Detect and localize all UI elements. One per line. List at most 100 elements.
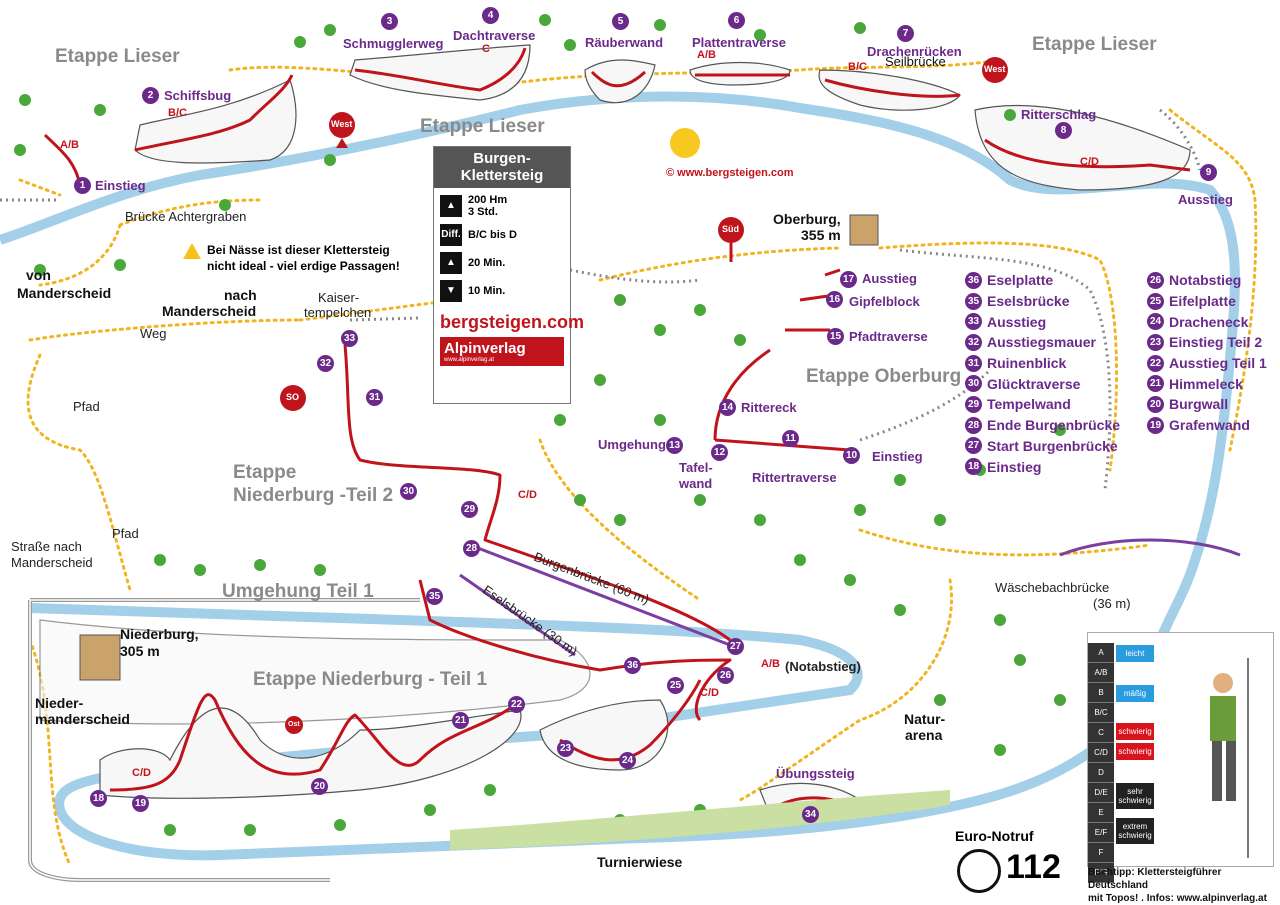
legend-label: Ausstieg Teil 1 bbox=[1169, 355, 1267, 372]
legend-label: Einstieg Teil 2 bbox=[1169, 334, 1263, 351]
route-teil2 bbox=[559, 679, 702, 762]
route-badge-35: 35 bbox=[426, 588, 443, 605]
grade-cell: F bbox=[1088, 843, 1114, 863]
compass-label-west-1: West bbox=[331, 119, 353, 129]
route-badge-19: 19 bbox=[132, 795, 149, 812]
legend-number: 22 bbox=[1147, 354, 1164, 372]
phone-icon bbox=[957, 849, 1001, 893]
route-name-13: Umgehung bbox=[598, 437, 666, 452]
legend-number: 26 bbox=[1147, 271, 1164, 289]
route-name-10: Einstieg bbox=[872, 449, 923, 464]
kaiser-label-2: tempelchen bbox=[304, 305, 372, 320]
info-approach: 20 Min. bbox=[468, 256, 506, 269]
scale-cell: leicht bbox=[1116, 645, 1154, 662]
grade-cell: A bbox=[1088, 643, 1114, 663]
legend-number: 20 bbox=[1147, 395, 1164, 413]
notruf-number: 112 bbox=[1006, 848, 1061, 886]
route-name-15: Pfadtraverse bbox=[849, 329, 928, 344]
route-name-1: Einstieg bbox=[95, 178, 146, 193]
notruf-label: Euro-Notruf bbox=[955, 828, 1034, 844]
turnierwiese-meadow bbox=[450, 790, 950, 850]
compass-label-ost: Ost bbox=[288, 721, 300, 728]
etappe-lieser-left: Etappe Lieser bbox=[55, 46, 180, 67]
legend-number: 35 bbox=[965, 292, 982, 310]
rock-drachenruecken bbox=[818, 69, 961, 111]
compass-so bbox=[280, 385, 306, 411]
scale-cell: schwierig bbox=[1116, 743, 1154, 760]
rock-ritterschlag bbox=[974, 104, 1191, 191]
route-badge-1: 1 bbox=[74, 177, 91, 194]
route-name-3: Schmugglerweg bbox=[343, 36, 444, 51]
grade-cell: C bbox=[1088, 723, 1114, 743]
legend-label: Eselsbrücke bbox=[987, 293, 1070, 310]
route-badge-2: 2 bbox=[142, 87, 159, 104]
compass-label-sued: Süd bbox=[722, 224, 739, 234]
waeschebachbruecke-bridge bbox=[1059, 538, 1241, 557]
naturarena-label-2: arena bbox=[905, 727, 943, 743]
compass-label-west-2: West bbox=[984, 64, 1006, 74]
compass-label-so: SO bbox=[286, 392, 300, 402]
etappe-lieser-center: Etappe Lieser bbox=[420, 116, 545, 137]
warning-line-2: nicht ideal - viel erdige Passagen! bbox=[207, 258, 400, 273]
warning-icon bbox=[183, 243, 201, 259]
legend-number: 30 bbox=[965, 375, 982, 393]
info-descent: 10 Min. bbox=[468, 284, 506, 297]
nach-label-2: Manderscheid bbox=[162, 303, 257, 319]
route-badge-18: 18 bbox=[90, 790, 107, 807]
route-badge-10: 10 bbox=[843, 447, 860, 464]
waeschebach-label: Wäschebachbrücke bbox=[995, 580, 1110, 595]
info-diff: B/C bis D bbox=[468, 228, 517, 241]
legend-item: 29 Tempelwand bbox=[965, 394, 1120, 415]
grade-cell: D bbox=[1088, 763, 1114, 783]
legend-number: 19 bbox=[1147, 416, 1164, 434]
grade-label: C/D bbox=[1080, 156, 1099, 168]
route-name-5: Räuberwand bbox=[585, 35, 664, 50]
climber-illustration bbox=[1210, 658, 1249, 858]
route-badge-4: 4 bbox=[482, 7, 499, 24]
pfad-label-1: Pfad bbox=[73, 399, 100, 414]
grade-cell: B/C bbox=[1088, 703, 1114, 723]
legend-number: 21 bbox=[1147, 375, 1164, 393]
route-name-uebungssteig: Übungssteig bbox=[776, 766, 855, 781]
route-badge-30: 30 bbox=[400, 483, 417, 500]
copyright: © www.bergsteigen.com bbox=[666, 167, 794, 179]
legend-label: Tempelwand bbox=[987, 396, 1071, 413]
route-badge-23: 23 bbox=[557, 740, 574, 757]
info-row-diff: Diff. B/C bis D bbox=[440, 223, 570, 246]
route-badge-16: 16 bbox=[826, 291, 843, 308]
booktip-line-2: mit Topos! . Infos: www.alpinverlag.at bbox=[1088, 893, 1267, 904]
info-time: 3 Std. bbox=[468, 205, 498, 218]
scale-cell: extrem schwierig bbox=[1116, 818, 1154, 844]
route-name-8: Ritterschlag bbox=[1021, 107, 1097, 122]
legend-number: 28 bbox=[965, 416, 982, 434]
strasse-label-2: Manderscheid bbox=[11, 555, 93, 570]
legend-label: Einstieg bbox=[987, 458, 1042, 475]
route-badge-33: 33 bbox=[341, 330, 358, 347]
grade-label: C/D bbox=[132, 767, 151, 779]
route-badge-14: 14 bbox=[719, 399, 736, 416]
route-5 bbox=[590, 70, 647, 88]
scale-cell: mäßig bbox=[1116, 685, 1154, 702]
route-badge-32: 32 bbox=[317, 355, 334, 372]
legend-number: 33 bbox=[965, 313, 982, 331]
difficulty-icon: Diff. bbox=[440, 223, 462, 246]
grade-label: A/B bbox=[60, 139, 79, 151]
grade-cell: E/F bbox=[1088, 823, 1114, 843]
alpinverlag-url: www.alpinverlag.at bbox=[444, 356, 495, 363]
route-8 bbox=[984, 138, 1191, 172]
compass-west-1 bbox=[329, 112, 355, 148]
route-name-9: Ausstieg bbox=[1178, 192, 1233, 207]
legend-label: Dracheneck bbox=[1169, 313, 1249, 330]
route-badge-28: 28 bbox=[463, 540, 480, 557]
route-badge-29: 29 bbox=[461, 501, 478, 518]
info-box-title: Burgen- Klettersteig bbox=[434, 147, 570, 188]
legend-number: 29 bbox=[965, 395, 982, 413]
